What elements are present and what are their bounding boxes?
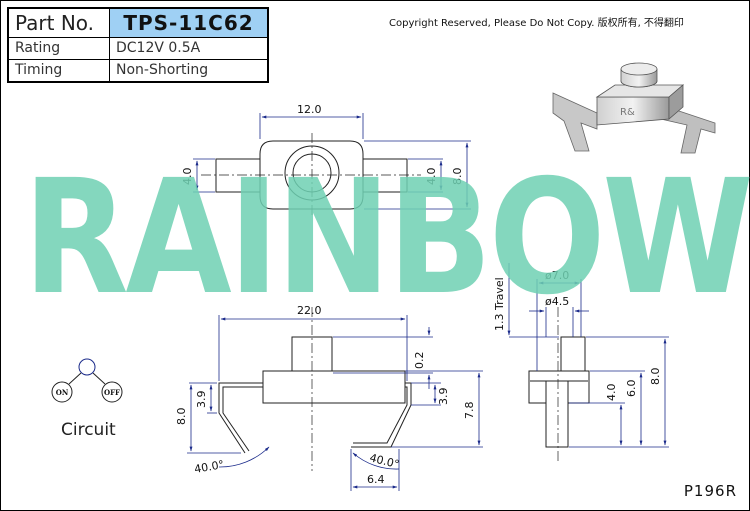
dim-front-step-right: 3.9 bbox=[437, 388, 450, 406]
dim-side-h3: 8.0 bbox=[649, 368, 662, 386]
circuit-on-label: ON bbox=[56, 388, 69, 397]
dim-top-tab-left: 4.0 bbox=[181, 168, 194, 186]
dim-front-width: 22.0 bbox=[297, 304, 322, 317]
dim-front-gap: 0.2 bbox=[413, 352, 426, 370]
circuit-off-label: OFF bbox=[104, 388, 120, 397]
circuit-label: Circuit bbox=[61, 420, 116, 440]
dim-front-height-left: 8.0 bbox=[175, 408, 188, 426]
dim-front-step-left: 3.9 bbox=[195, 391, 208, 409]
top-view bbox=[201, 133, 421, 217]
dim-side-dia-inner: ø4.5 bbox=[545, 295, 569, 308]
dim-side-h2: 6.0 bbox=[625, 380, 638, 398]
timing-value: Non-Shorting bbox=[109, 59, 269, 83]
side-view bbox=[528, 307, 590, 461]
top-view-dimensions bbox=[193, 113, 471, 210]
dim-angle-left: 40.0° bbox=[193, 458, 225, 476]
rating-label: Rating bbox=[7, 37, 110, 60]
product-marking: R& bbox=[620, 107, 635, 118]
dim-foot-width: 6.4 bbox=[367, 473, 385, 486]
spec-table: Part No. TPS-11C62 Rating DC12V 0.5A Tim… bbox=[7, 7, 269, 83]
rainbow-watermark: RAINBOW bbox=[23, 146, 750, 330]
circuit-symbol: ON OFF bbox=[51, 358, 123, 403]
dim-side-dia-outer: ø7.0 bbox=[545, 269, 569, 282]
front-view bbox=[218, 307, 412, 471]
side-view-dimensions bbox=[507, 263, 669, 448]
rating-value: DC12V 0.5A bbox=[109, 37, 269, 60]
dim-travel: 1.3 Travel bbox=[493, 277, 506, 331]
dim-top-tab-right: 4.0 bbox=[425, 168, 438, 186]
product-3d-image: R& bbox=[552, 62, 716, 154]
copyright-notice: Copyright Reserved, Please Do Not Copy. … bbox=[389, 18, 684, 29]
dim-top-body-height: 8.0 bbox=[451, 168, 464, 186]
dim-top-width: 12.0 bbox=[297, 103, 322, 116]
page-number: P196R bbox=[683, 482, 737, 500]
dim-side-h1: 4.0 bbox=[605, 384, 618, 402]
dim-front-height-right: 7.8 bbox=[463, 402, 476, 420]
front-view-dimensions bbox=[187, 315, 483, 491]
